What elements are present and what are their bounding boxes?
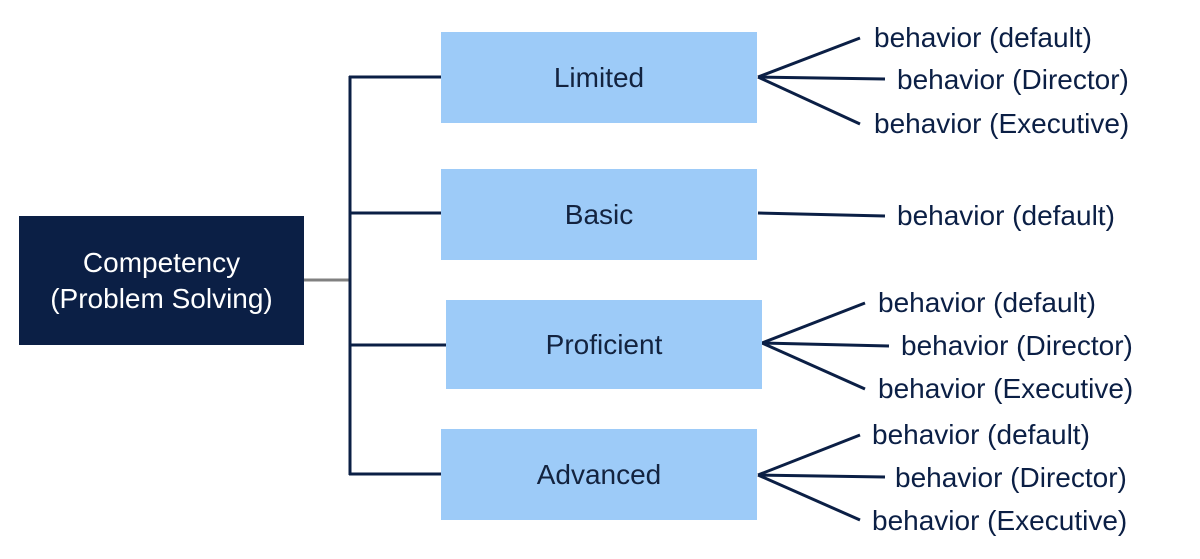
fan-limited-executive (757, 75, 861, 126)
level-node-proficient: Proficient (446, 300, 762, 389)
fan-limited-director (757, 75, 886, 81)
level-label: Proficient (545, 328, 663, 360)
fan-advanced-director (757, 473, 886, 479)
behavior-advanced-director: behavior (Director) (895, 462, 1127, 493)
fan-advanced-executive (757, 473, 861, 522)
behavior-advanced-default: behavior (default) (872, 419, 1090, 450)
fan-limited-default (757, 36, 861, 79)
fan-proficient-executive (761, 341, 866, 391)
root-label-line1: Competency (82, 246, 241, 278)
level-node-limited: Limited (441, 32, 757, 123)
behavior-limited-executive: behavior (Executive) (874, 108, 1130, 139)
level-node-basic: Basic (441, 169, 757, 260)
root-label-line2: (Problem Solving) (50, 282, 273, 314)
behavior-limited-director: behavior (Director) (897, 64, 1129, 95)
fan-proficient-default (761, 301, 866, 345)
fan-proficient-director (761, 341, 890, 348)
behavior-proficient-default: behavior (default) (878, 287, 1096, 318)
fan-basic-default (757, 211, 886, 218)
behavior-advanced-executive: behavior (Executive) (872, 505, 1128, 536)
fan-advanced-default (757, 433, 861, 477)
level-label: Basic (564, 198, 634, 230)
behavior-proficient-director: behavior (Director) (901, 330, 1133, 361)
level-node-advanced: Advanced (441, 429, 757, 520)
root-node-competency: Competency (Problem Solving) (19, 216, 304, 345)
level-label: Limited (553, 61, 645, 93)
behavior-proficient-executive: behavior (Executive) (878, 373, 1134, 404)
behavior-basic-default: behavior (default) (897, 200, 1115, 231)
behavior-limited-default: behavior (default) (874, 22, 1092, 53)
level-label: Advanced (536, 458, 662, 490)
